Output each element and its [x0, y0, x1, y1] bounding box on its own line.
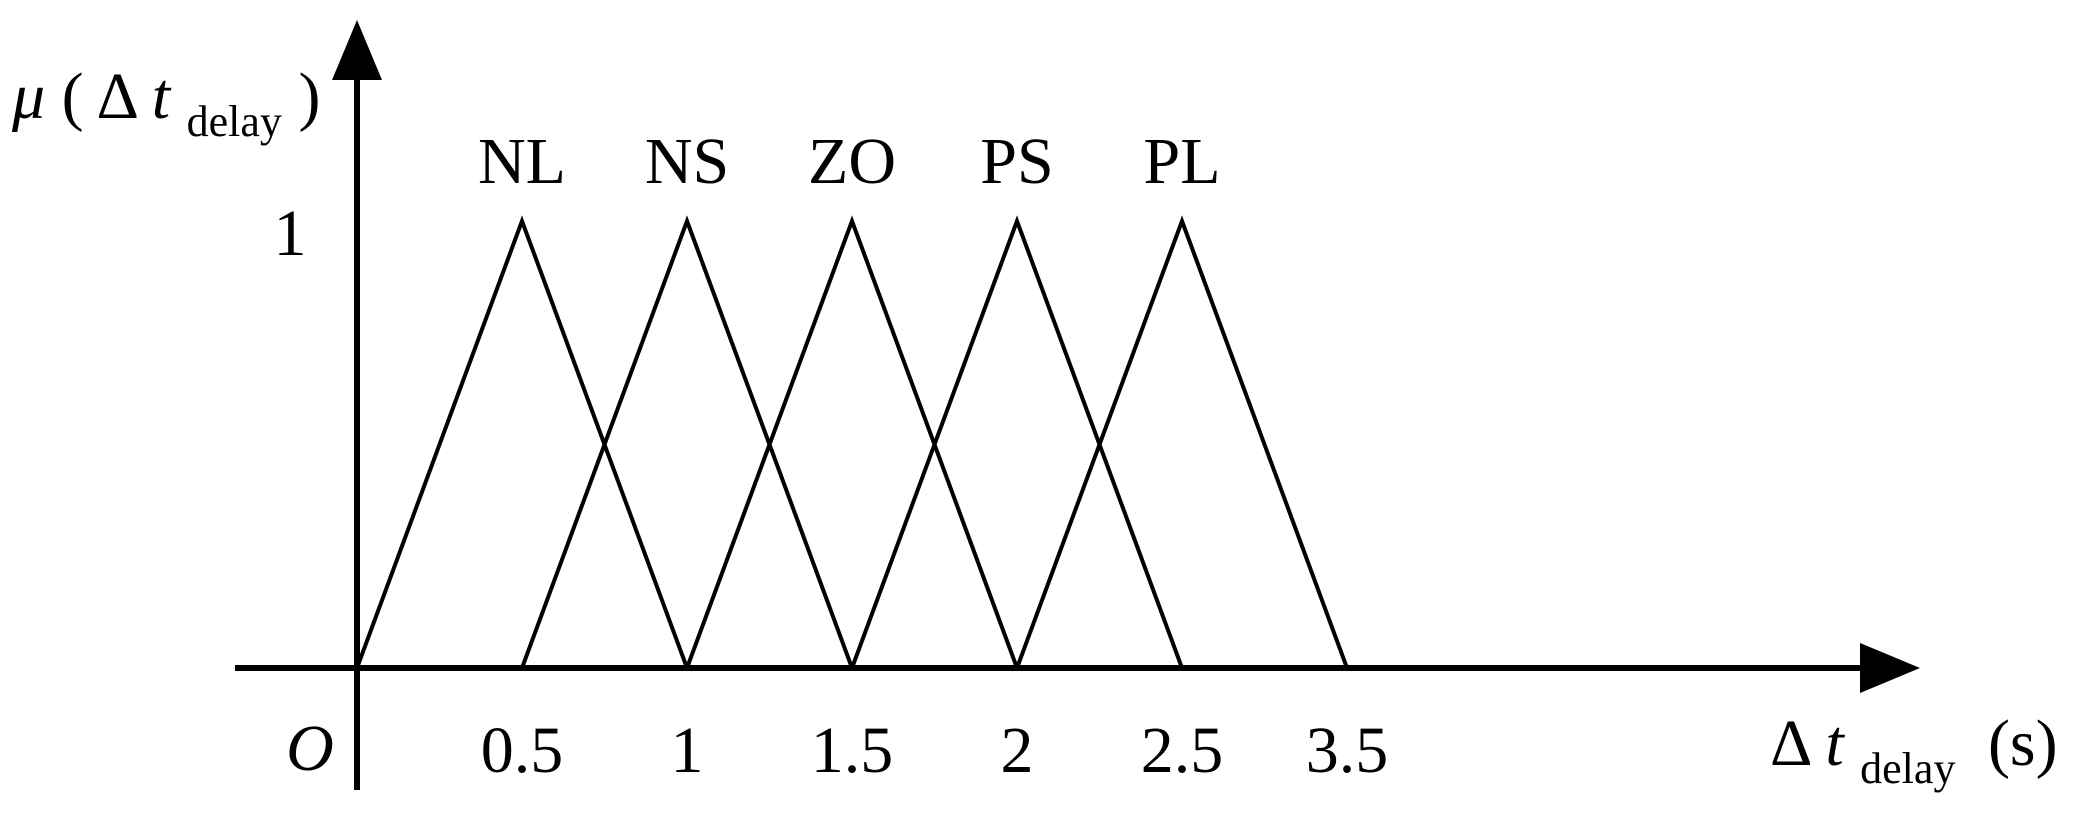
x-tick-labels: 0.5 1 1.5 2 2.5 3.5	[481, 714, 1389, 787]
x-tick-label: 1.5	[811, 714, 894, 787]
x-tick-label: 0.5	[481, 714, 564, 787]
series-line-pl	[1015, 215, 1349, 669]
membership-triangles	[355, 215, 1349, 669]
series-label-ps: PS	[980, 125, 1053, 198]
series-labels: NL NS ZO PS PL	[478, 125, 1221, 198]
x-axis-arrowhead	[1860, 643, 1920, 693]
origin-label: O	[286, 712, 334, 785]
y-axis-label-var: t	[152, 60, 172, 133]
x-axis-label-unit: (s)	[1988, 707, 2058, 780]
y-axis-label-mu: μ	[11, 60, 45, 133]
x-tick-label: 1	[671, 714, 704, 787]
y-axis-arrowhead	[332, 20, 382, 80]
series-label-pl: PL	[1143, 125, 1220, 198]
x-tick-label: 3.5	[1306, 714, 1389, 787]
x-axis-label: Δ t delay (s)	[1770, 707, 2058, 798]
y-axis-label-sub: delay	[187, 97, 282, 146]
series-line-nl	[355, 215, 689, 669]
x-tick-label: 2.5	[1141, 714, 1224, 787]
series-line-zo	[685, 215, 1019, 669]
x-tick-label: 2	[1001, 714, 1034, 787]
y-axis-label-delta: Δ	[96, 60, 136, 133]
x-axis-label-delta: Δ	[1770, 707, 1810, 780]
series-line-ns	[520, 215, 854, 669]
axes	[235, 20, 1920, 790]
y-axis-label-open-paren: (	[62, 60, 84, 133]
x-axis-label-sub: delay	[1860, 744, 1955, 793]
y-tick-label: 1	[274, 197, 307, 270]
x-axis-label-var: t	[1825, 707, 1845, 780]
series-line-ps	[850, 215, 1184, 669]
y-axis-label: μ ( Δ t delay )	[11, 60, 320, 151]
series-label-nl: NL	[478, 125, 566, 198]
series-label-ns: NS	[645, 125, 729, 198]
y-axis-label-close-paren: )	[298, 60, 320, 133]
series-label-zo: ZO	[808, 125, 896, 198]
